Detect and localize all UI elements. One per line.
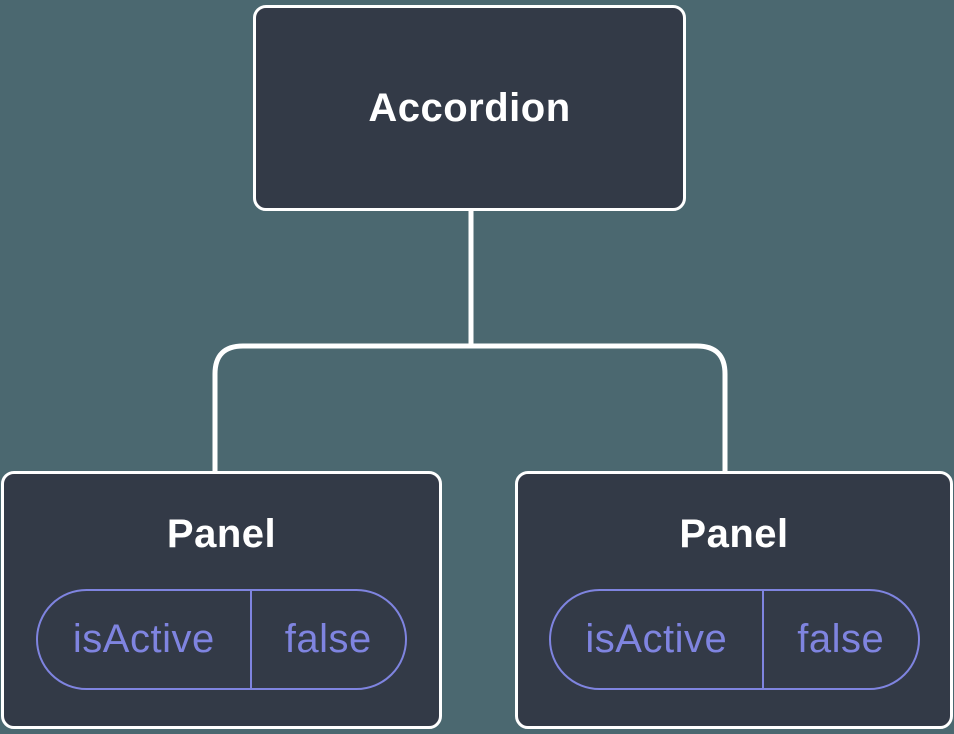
node-panel-left: Panel isActive false (1, 471, 442, 729)
panel-node-label: Panel (679, 512, 789, 556)
connector-branch (212, 343, 728, 474)
prop-value-label: false (284, 617, 372, 661)
prop-name-label: isActive (551, 591, 765, 688)
prop-value-label: false (797, 617, 885, 661)
node-accordion: Accordion (253, 5, 686, 211)
accordion-node-label: Accordion (368, 85, 571, 130)
panel-node-label: Panel (166, 512, 277, 556)
state-prop-pill: isActive false (36, 589, 407, 690)
prop-name-label: isActive (38, 591, 252, 688)
state-prop-pill: isActive false (548, 589, 920, 690)
node-panel-right: Panel isActive false (515, 471, 953, 729)
